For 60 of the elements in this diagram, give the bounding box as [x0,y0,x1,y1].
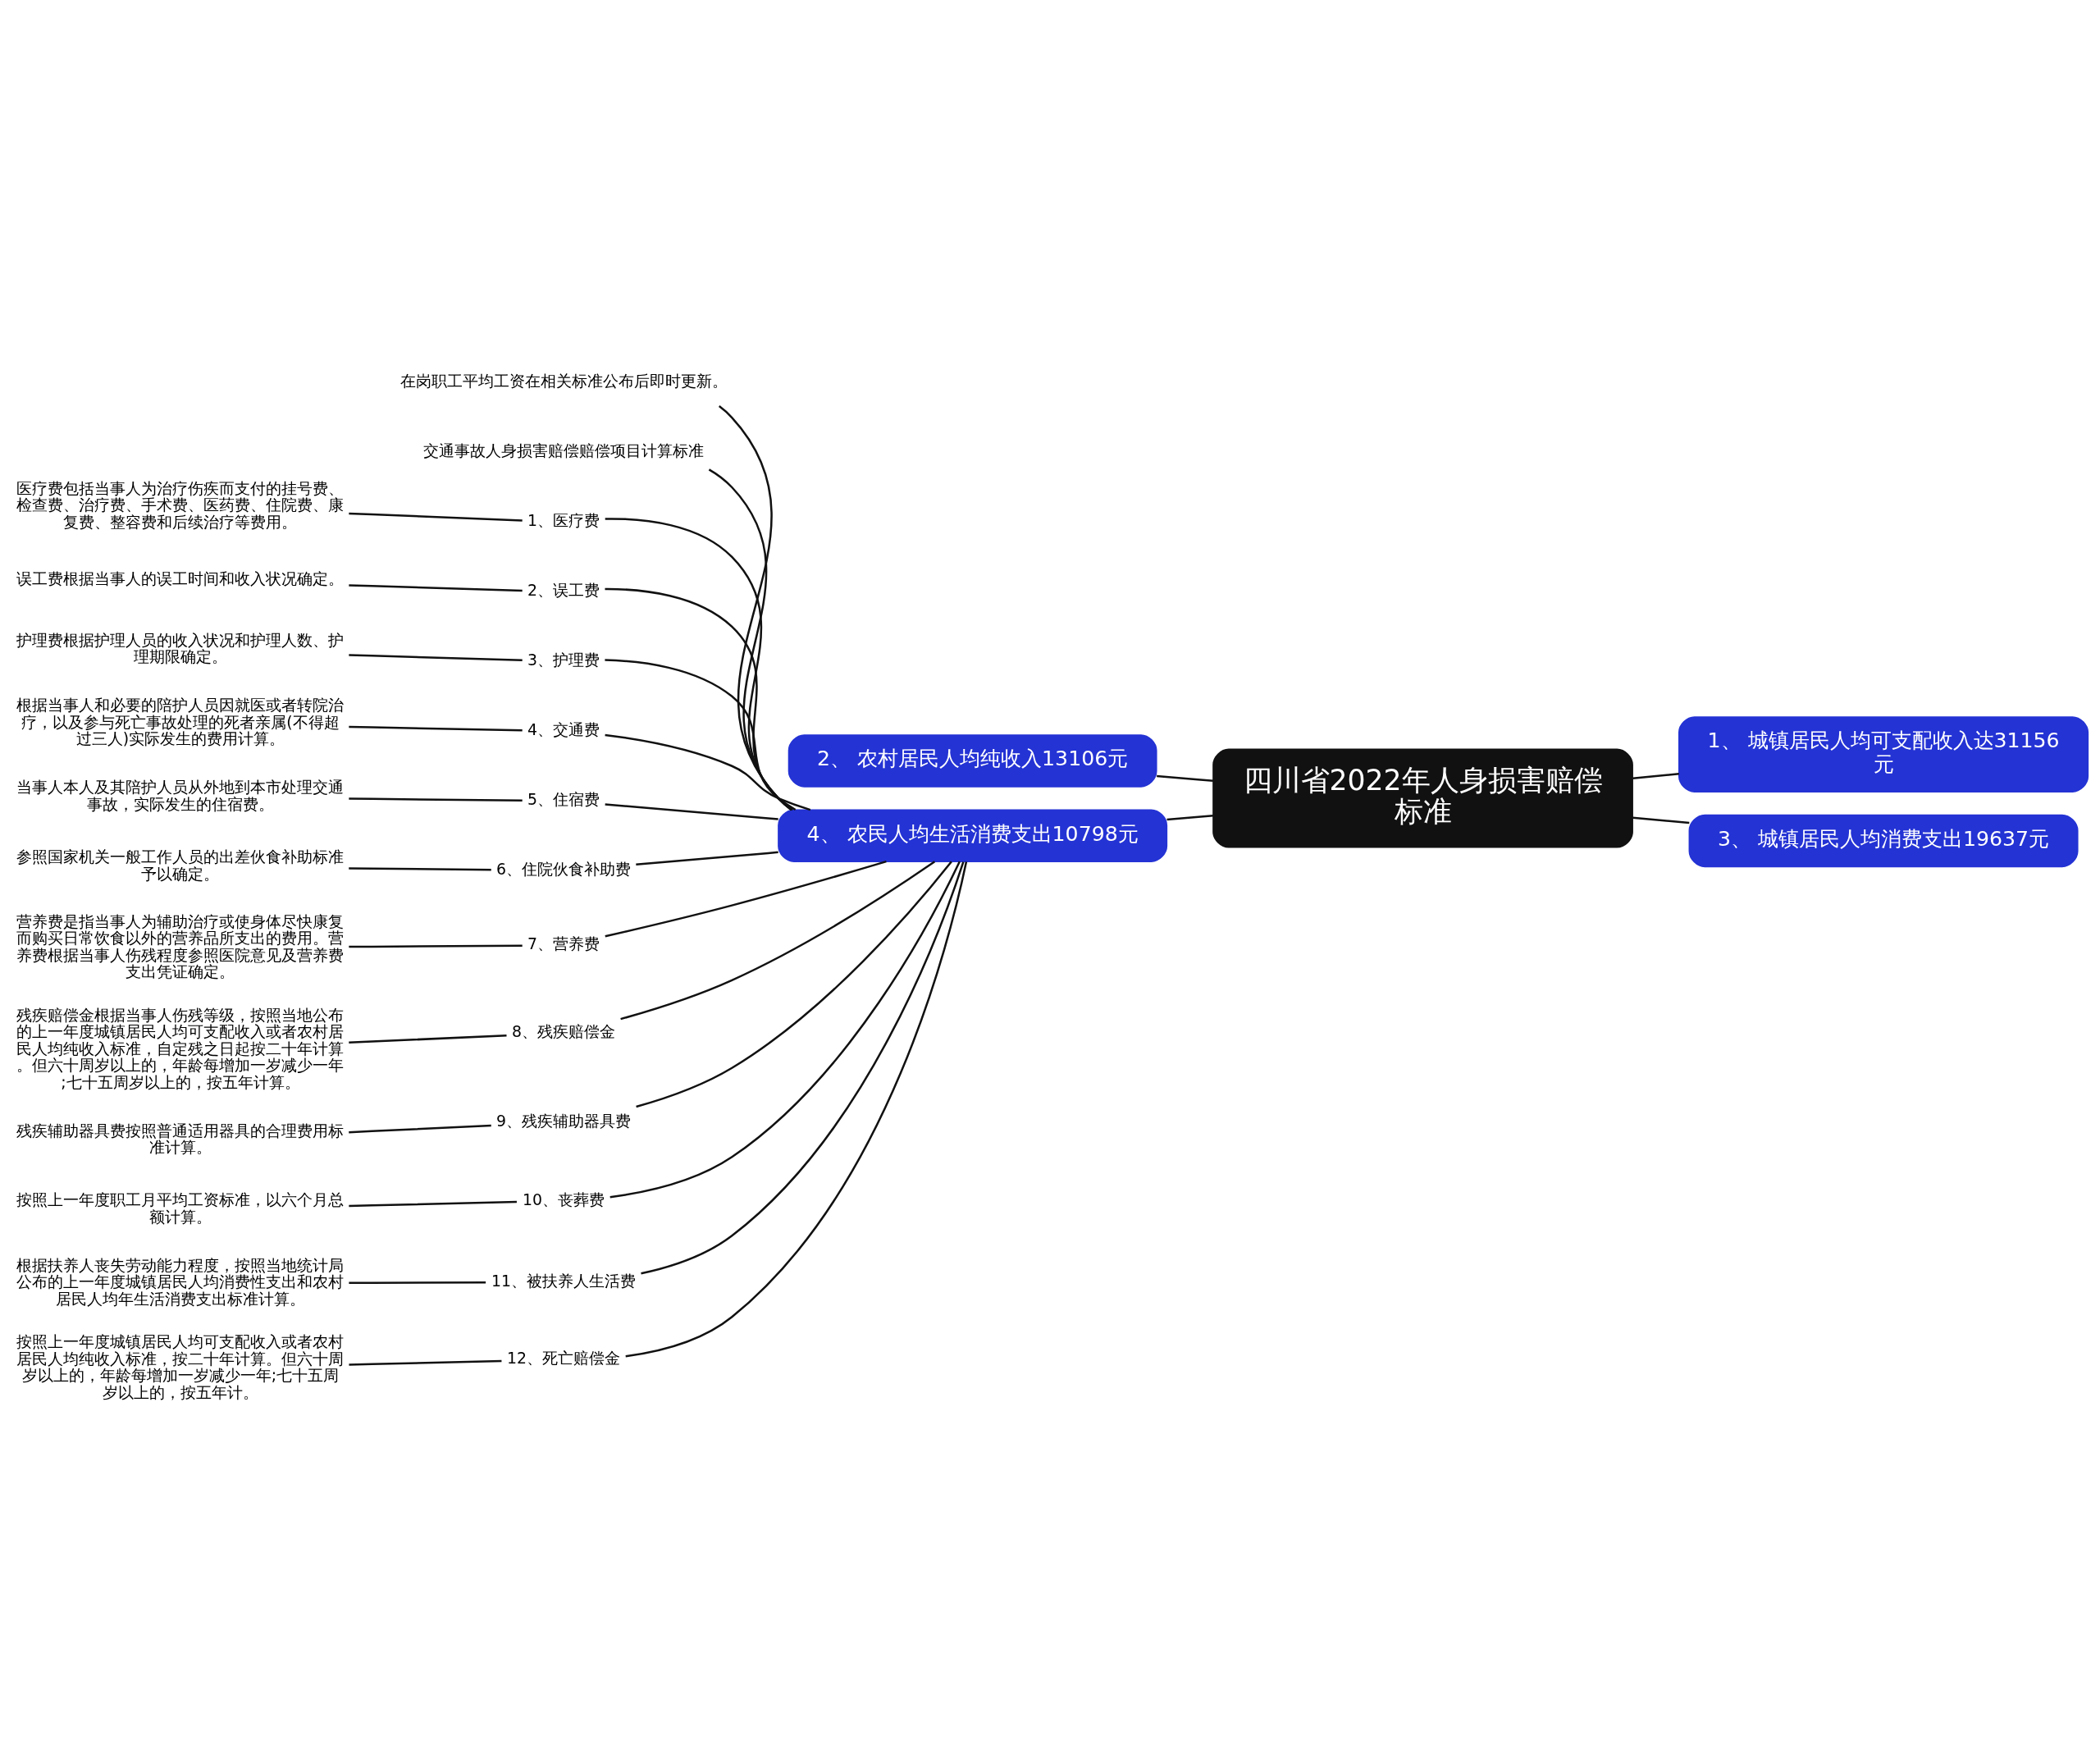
connector [349,1281,486,1284]
connector [625,861,968,1358]
connector [605,803,778,820]
connector [349,725,523,732]
connector [349,512,523,522]
connector [349,584,523,592]
node-text: 2、误工费 [527,581,600,600]
node-text: 营养费是指当事人为辅助治疗或使身体尽快康复而购买日常饮食以外的营养品所支出的费用。营养费根据当事人伤残程度参照医院意见及营养费支出凭证确定。 [16,911,345,981]
connector [605,518,793,811]
connector [349,797,523,802]
connector [349,654,523,662]
node-text: 5、住宿费 [527,790,600,809]
node-text: 7、营养费 [527,934,600,953]
node-text: 交通事故人身损害赔偿赔偿项目计算标准 [423,441,705,460]
node-text: 11、被扶养人生活费 [491,1271,637,1290]
connector [349,944,523,948]
node-text: 当事人本人及其陪护人员从外地到本市处理交通事故，实际发生的住宿费。 [16,778,345,813]
connector [1166,815,1213,821]
node-text: 12、死亡赔偿金 [507,1349,621,1368]
node-text: 10、丧葬费 [523,1190,605,1208]
connector [605,860,887,938]
node-box: 3、 城镇居民人均消费支出19637元 [1688,814,2079,868]
node-text: 残疾辅助器具费按照普通适用器具的合理费用标准计算。 [16,1121,345,1156]
node-text: 残疾赔偿金根据当事人伤残等级，按照当地公布的上一年度城镇居民人均可支配收入或者农村居民人均纯收入标准，自定残之日起按二十年计算。但六十周岁以上的，年龄每增加一岁减少一年;七十五周岁以上的，按五年计算。 [16,1005,345,1091]
connector [620,861,936,1021]
connector [349,1035,507,1044]
node-box: 1、 城镇居民人均可支配收入达31156元 [1678,716,2089,792]
connector [1632,773,1679,779]
connector [1632,816,1690,824]
node-text: 参照国家机关一般工作人员的出差伙食补助标准予以确定。 [16,847,345,883]
node-text: 按照上一年度职工月平均工资标准，以六个月总额计算。 [16,1190,345,1226]
connector [349,1200,517,1208]
connector [349,867,491,871]
node-box: 四川省2022年人身损害赔偿标准 [1212,748,1633,848]
node-text: 护理费根据护理人员的收入状况和护理人数、护理期限确定。 [16,630,345,666]
node-text: 6、住院伙食补助费 [496,860,632,879]
node-text: 4、交通费 [527,720,600,739]
node-text: 3、护理费 [527,651,600,669]
node-box: 2、 农村居民人均纯收入13106元 [788,734,1157,788]
connector [605,659,797,811]
connector [349,1359,502,1366]
node-text: 医疗费包括当事人为治疗伤疾而支付的挂号费、检查费、治疗费、手术费、医药费、住院费、康复费、整容费和后续治疗等费用。 [16,479,345,531]
connector [708,468,792,811]
node-text: 在岗职工平均工资在相关标准公布后即时更新。 [399,372,728,391]
connector [605,587,794,811]
node-text: 9、残疾辅助器具费 [496,1111,632,1130]
node-text: 根据扶养人丧失劳动能力程度，按照当地统计局公布的上一年度城镇居民人均消费性支出和农村居民人均年生活消费支出标准计算。 [16,1255,345,1308]
node-box: 4、 农民人均生活消费支出10798元 [778,809,1168,862]
connector [1157,774,1213,783]
node-text: 按照上一年度城镇居民人均可支配收入或者农村居民人均纯收入标准，按二十年计算。但六十周岁以上的，年龄每增加一岁减少一年;七十五周岁以上的，按五年计。 [16,1332,345,1401]
node-text: 8、残疾赔偿金 [512,1022,616,1041]
connector [349,1124,491,1134]
connector [636,861,952,1108]
connector [636,851,778,866]
node-text: 误工费根据当事人的误工时间和收入状况确定。 [16,569,345,588]
connector [641,861,965,1275]
connector [609,861,961,1199]
node-text: 1、医疗费 [527,511,600,530]
node-text: 根据当事人和必要的陪护人员因就医或者转院治疗，以及参与死亡事故处理的死者亲属(不得超过三人)实际发生的费用计算。 [16,696,345,748]
connector [605,733,811,811]
